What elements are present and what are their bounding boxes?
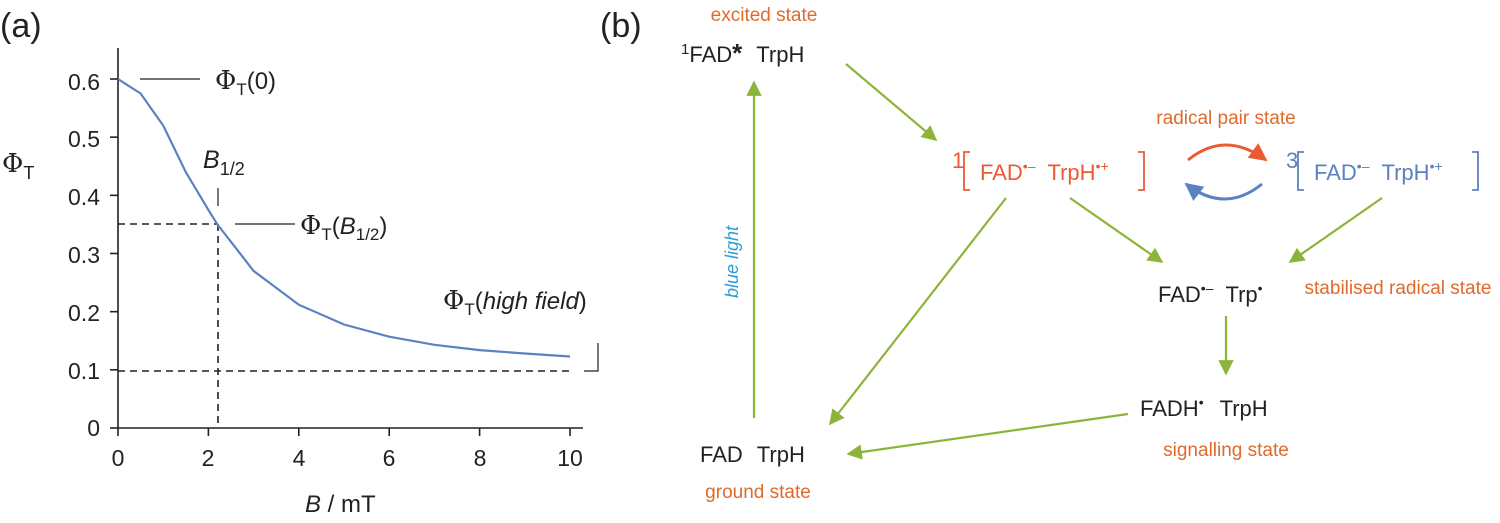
phi-bhalf-annotation: ΦT(B1/2) <box>300 211 387 244</box>
y-tick-label: 0.1 <box>68 358 100 384</box>
triplet-radical-pair: 3 FAD•–TrpH•+ <box>1286 148 1479 191</box>
x-tick-label: 10 <box>557 445 583 471</box>
y-tick-label: 0.4 <box>68 184 100 210</box>
svg-text:FAD•–TrpH•+: FAD•–TrpH•+ <box>1314 158 1443 185</box>
excited-species: 1FAD*TrpH <box>681 38 804 68</box>
svg-text:FAD•–TrpH•+: FAD•–TrpH•+ <box>980 158 1109 185</box>
axis-tick-labels: 0 2 4 6 8 10 0 0.1 0.2 0.3 0.4 0.5 0.6 <box>68 69 583 471</box>
y-axis-title: ΦT <box>2 149 34 183</box>
phi-high-leader <box>584 343 599 372</box>
x-tick-label: 0 <box>112 445 125 471</box>
singlet-to-stabilised-arrow <box>1069 197 1164 263</box>
svg-text:3: 3 <box>1286 148 1298 173</box>
panel-a-label: (a) <box>0 7 42 45</box>
phi-t-curve <box>117 78 571 358</box>
x-axis-title: B / mT <box>305 491 376 518</box>
y-tick-label: 0.3 <box>68 242 100 268</box>
y-tick-label: 0 <box>87 415 100 441</box>
signalling-species: FADH•TrpH <box>1140 394 1268 421</box>
singlet-radical-pair: 1 FAD•–TrpH•+ <box>952 148 1145 191</box>
stabilised-species: FAD•–Trp• <box>1158 280 1263 307</box>
axis-ticks <box>110 78 571 436</box>
electron-transfer-arrow <box>845 63 938 141</box>
singlet-recombination-arrow <box>829 197 1007 426</box>
x-tick-label: 8 <box>474 445 487 471</box>
blue-light-label: blue light <box>722 225 742 298</box>
panel-a: (a) 0 2 4 6 8 10 0 0.1 0.2 0.3 0.4 0.5 0… <box>0 7 599 518</box>
phi-high-annotation: ΦT(high field) <box>443 286 587 319</box>
singlet-to-triplet-arrow <box>1187 143 1268 162</box>
excited-state-label: excited state <box>711 5 818 26</box>
reoxidation-arrow <box>846 412 1129 460</box>
bhalf-annotation: B1/2 <box>203 146 245 179</box>
y-tick-label: 0.6 <box>68 69 100 95</box>
x-tick-label: 4 <box>293 445 306 471</box>
panel-b: (b) excited state radical pair state sta… <box>600 5 1491 503</box>
svg-text:1: 1 <box>952 148 964 173</box>
triplet-to-singlet-arrow <box>1184 182 1263 202</box>
y-tick-label: 0.2 <box>68 300 100 326</box>
ground-state-label: ground state <box>705 482 811 503</box>
stabilised-state-label: stabilised radical state <box>1305 278 1492 299</box>
y-tick-label: 0.5 <box>68 126 100 152</box>
x-tick-label: 2 <box>202 445 215 471</box>
phi0-annotation: ΦT(0) <box>215 66 276 99</box>
triplet-to-stabilised-arrow <box>1288 197 1383 263</box>
signalling-state-label: signalling state <box>1163 440 1289 461</box>
panel-b-label: (b) <box>600 7 642 45</box>
x-tick-label: 6 <box>383 445 396 471</box>
radical-pair-state-label: radical pair state <box>1156 108 1295 129</box>
